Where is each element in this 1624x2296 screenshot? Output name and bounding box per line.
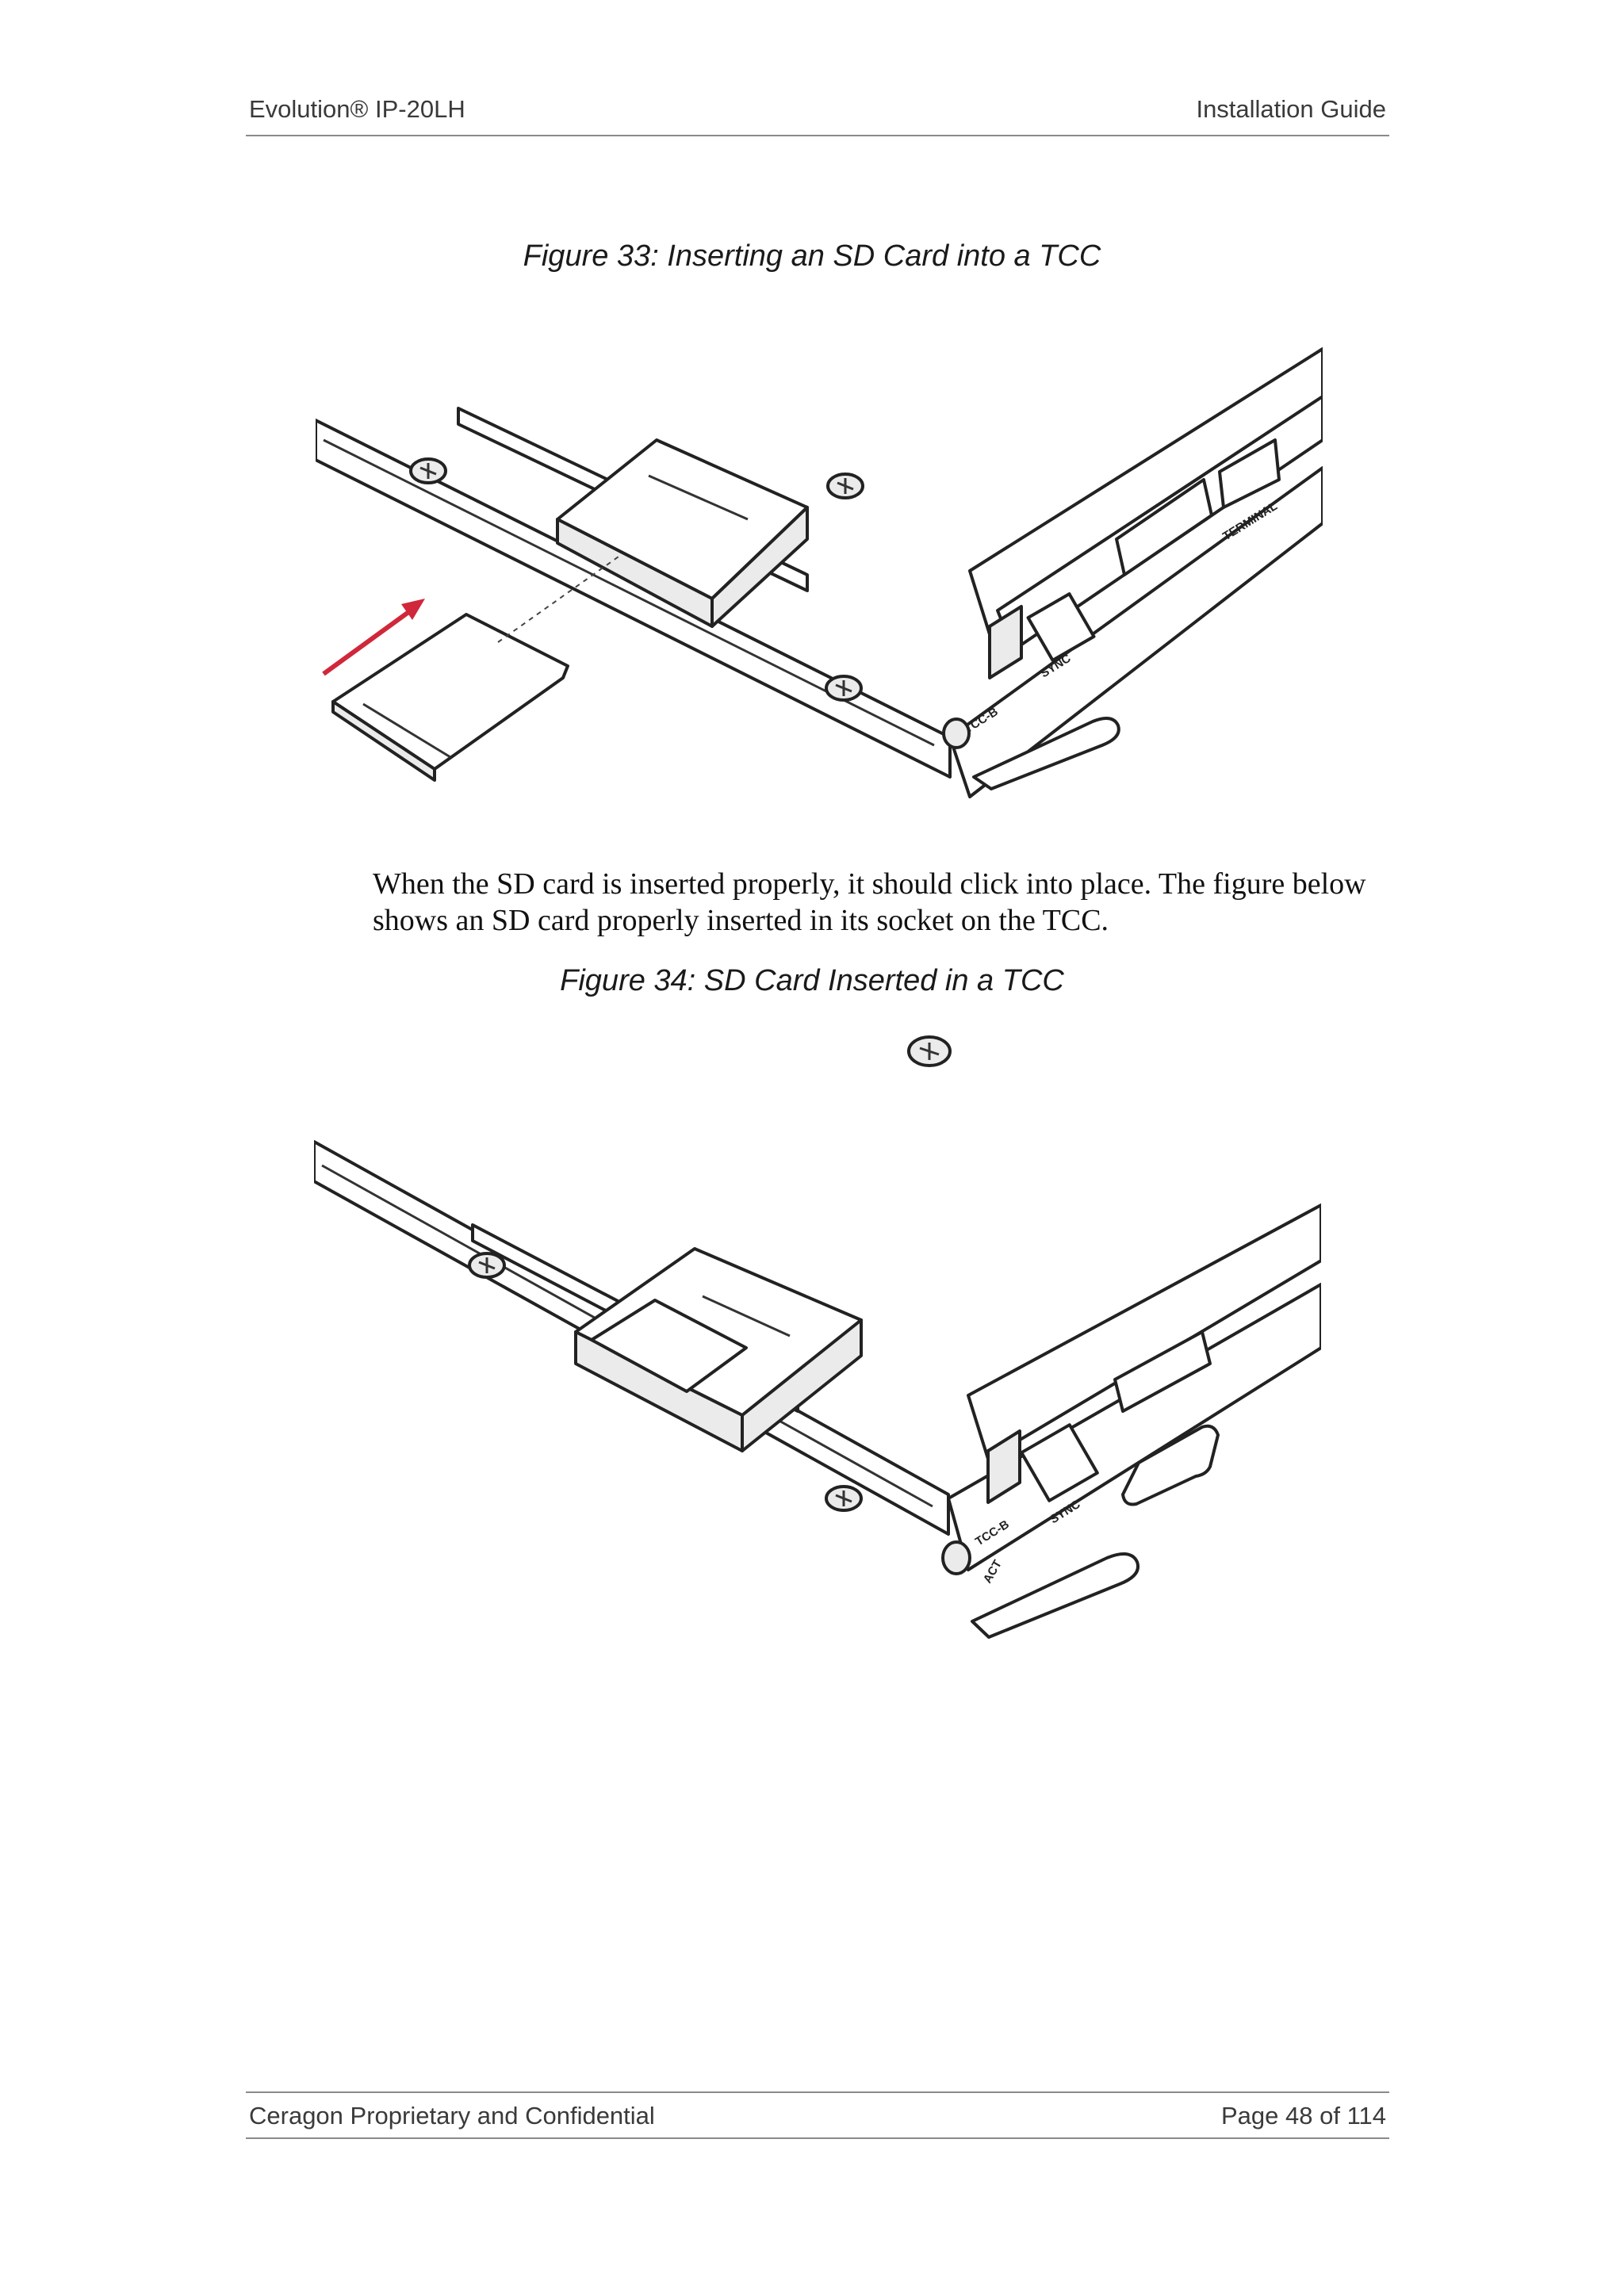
insertion-path	[497, 554, 622, 643]
sd-socket-with-card	[574, 1247, 863, 1452]
body-paragraph: When the SD card is inserted properly, i…	[373, 867, 1366, 937]
screw-icon	[825, 675, 863, 702]
tcc-front-panel: SYNC TCC-B ACT	[941, 1203, 1321, 1639]
footer-confidentiality: Ceragon Proprietary and Confidential	[249, 2102, 655, 2130]
rail-left	[316, 419, 952, 779]
sync-port-icon	[1026, 592, 1096, 662]
sd-socket	[556, 438, 809, 628]
screw-icon	[409, 457, 447, 484]
page-header: Evolution® IP-20LH Installation Guide	[246, 94, 1389, 136]
header-document-title: Installation Guide	[1196, 95, 1386, 123]
sync-port-icon	[1020, 1423, 1099, 1502]
screw-icon	[825, 1485, 863, 1512]
figure-34-illustration: SYNC TCC-B ACT	[314, 1035, 1321, 1639]
insert-arrow-icon	[322, 599, 425, 676]
sd-card	[331, 613, 569, 782]
page-footer: Ceragon Proprietary and Confidential Pag…	[246, 2091, 1389, 2139]
ejector-lever	[972, 717, 1120, 790]
figure-33-caption: Figure 33: Inserting an SD Card into a T…	[523, 239, 1101, 273]
figure-33-illustration: SYNC TCC-B TERMINAL	[316, 347, 1323, 798]
tcc-front-panel: SYNC TCC-B TERMINAL	[942, 347, 1323, 798]
page-number: Page 48 of 114	[1221, 2102, 1386, 2130]
figure-34-caption: Figure 34: SD Card Inserted in a TCC	[560, 964, 1064, 997]
rail-slot	[321, 1164, 933, 1508]
header-product: Evolution® IP-20LH	[249, 95, 465, 123]
screw-icon	[468, 1252, 506, 1279]
act-led-label: ACT	[981, 1558, 1005, 1586]
screw-icon	[942, 718, 971, 749]
screw-icon	[907, 1035, 952, 1067]
screw-icon	[941, 1540, 971, 1575]
serial-port-icon	[1121, 1424, 1220, 1506]
ejector-lever	[971, 1552, 1139, 1639]
rail-slot	[323, 438, 935, 747]
screw-icon	[826, 473, 864, 499]
